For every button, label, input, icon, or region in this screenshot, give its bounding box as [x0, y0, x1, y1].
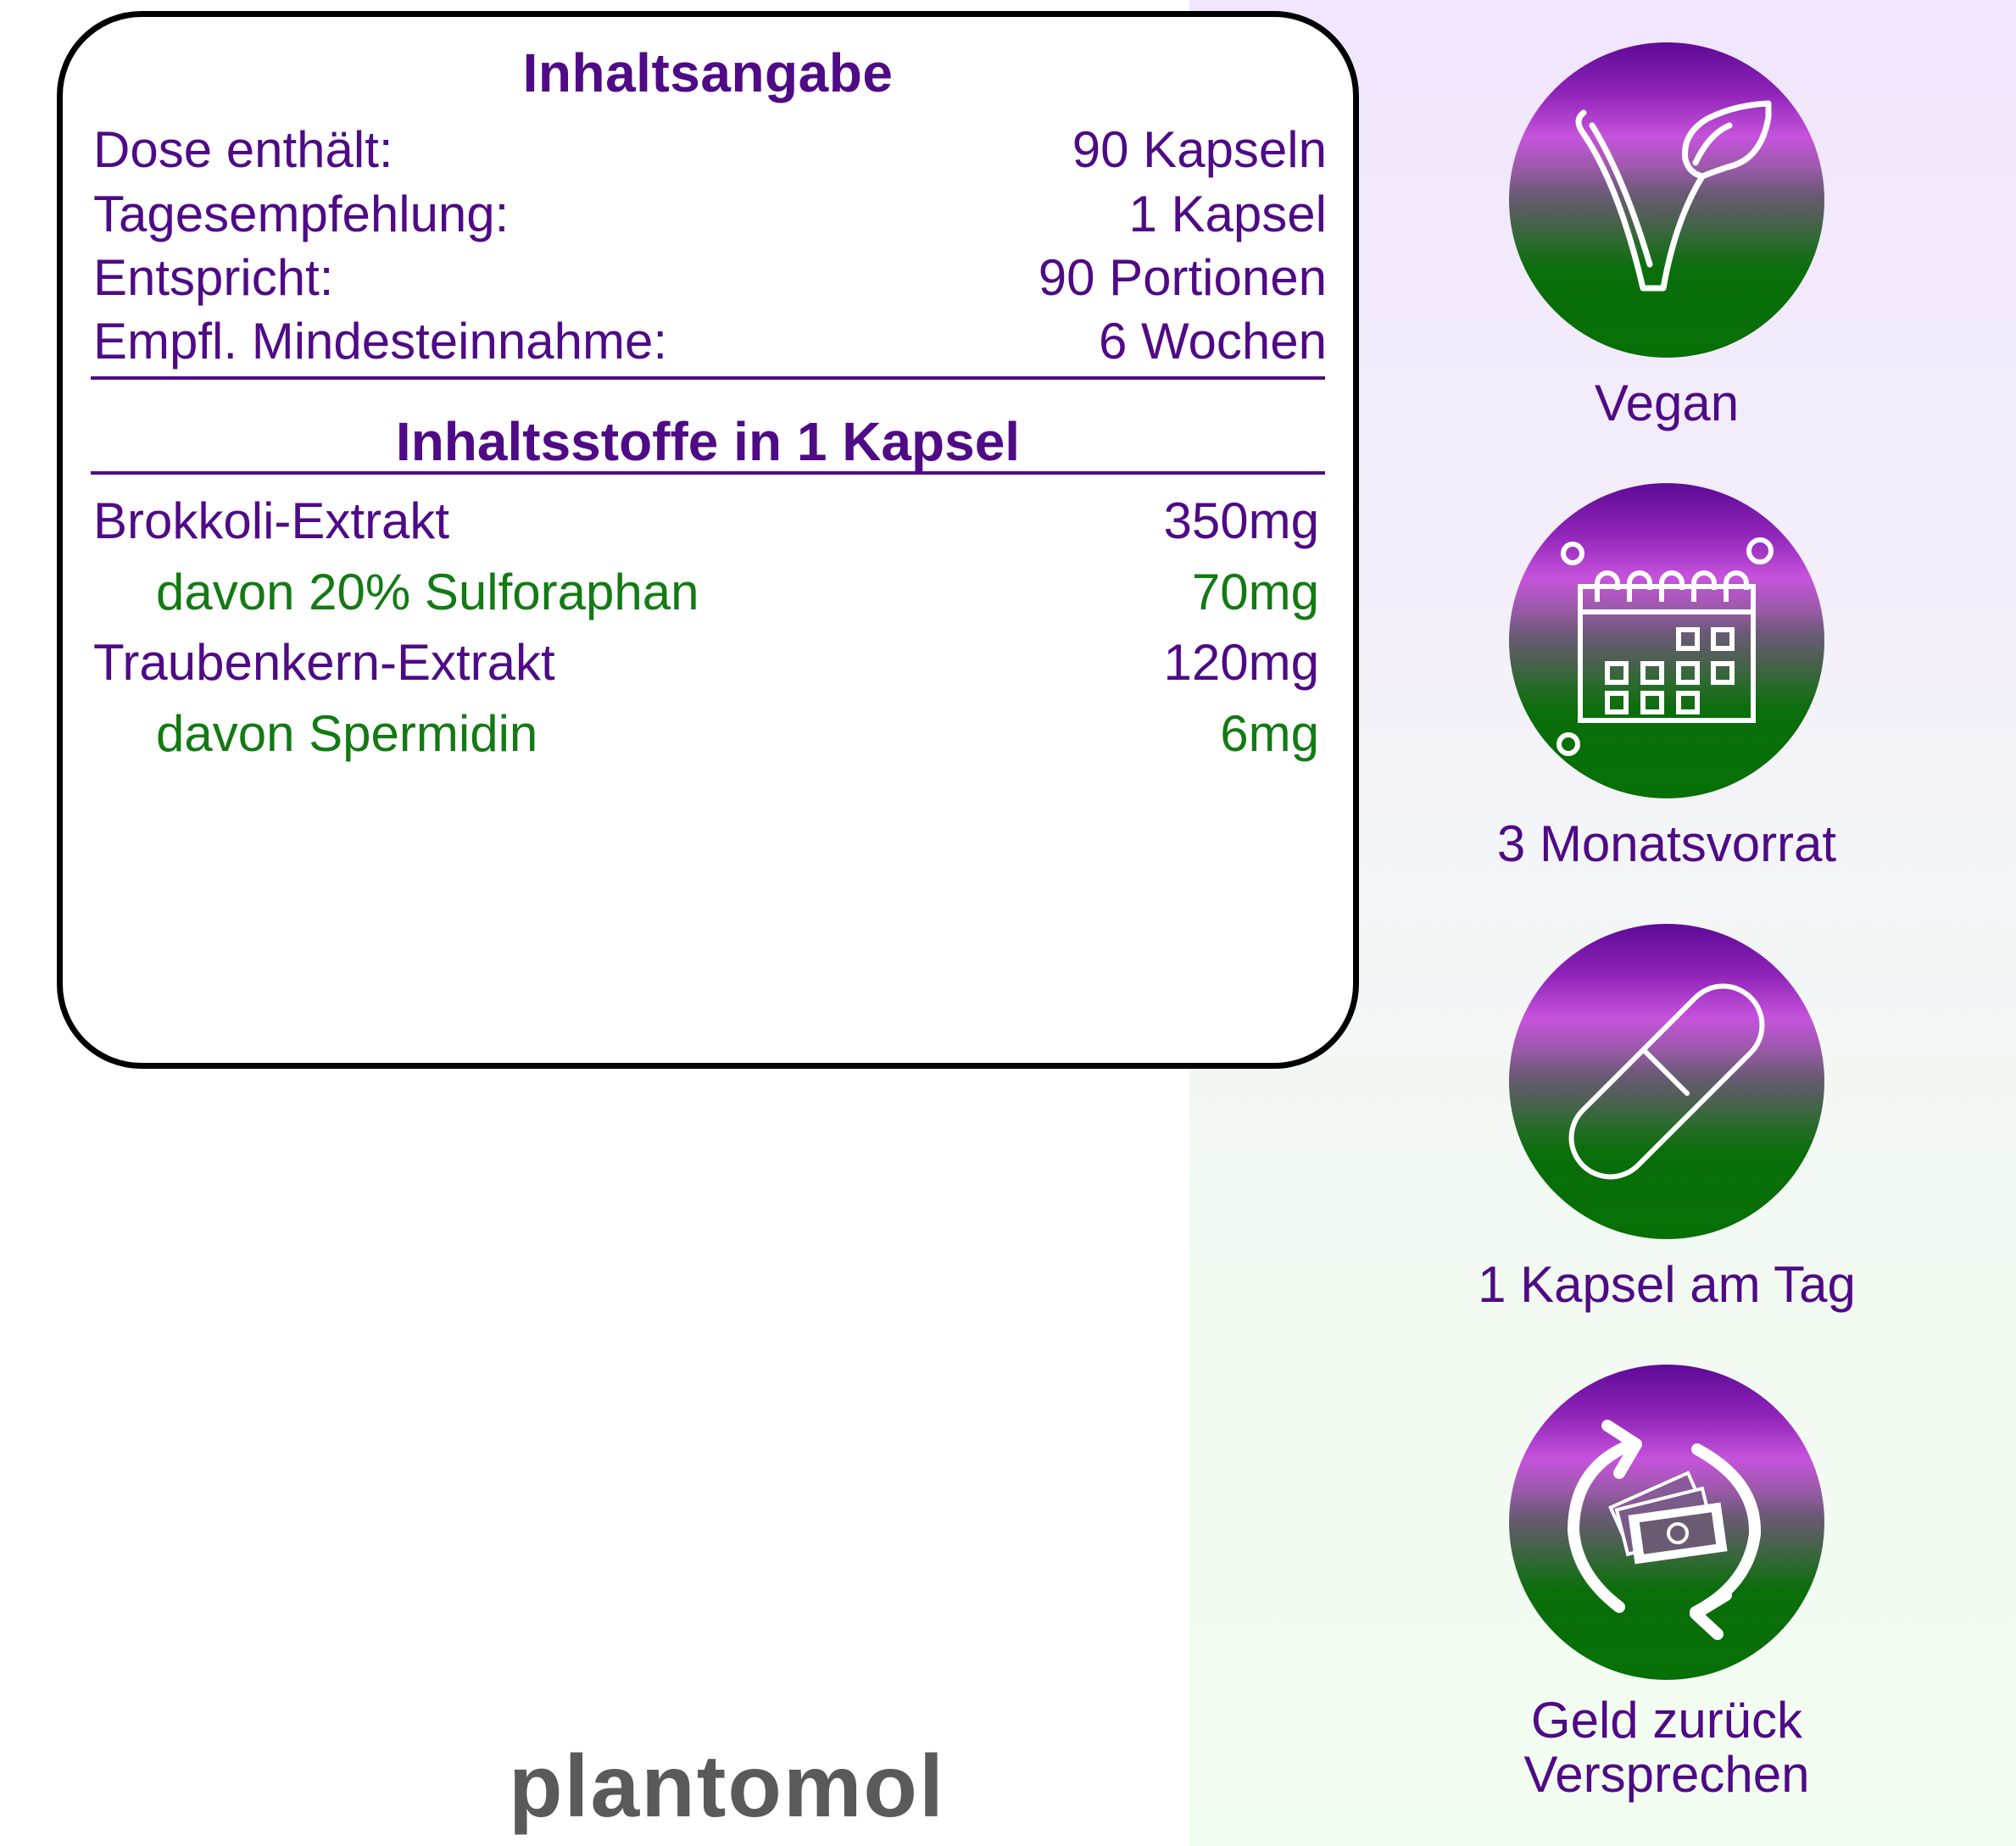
feature-badge — [1509, 42, 1824, 358]
info-row: Dose enthält: 90 Kapseln — [93, 118, 1327, 182]
vegan-leaf-icon — [1575, 100, 1772, 292]
contents-title: Inhaltsangabe — [522, 42, 894, 103]
feature-money-back: Geld zurück Versprechen — [1444, 1365, 1890, 1802]
info-row: Tagesempfehlung: 1 Kapsel — [93, 182, 1327, 247]
ingredient-name: davon Spermidin — [156, 705, 538, 762]
ingredient-subrow: davon 20% Sulforaphan 70mg — [93, 557, 1319, 628]
info-label: Entspricht: — [93, 249, 334, 306]
ingredient-name: davon 20% Sulforaphan — [156, 564, 699, 620]
ingredient-name: Brokkoli-Extrakt — [93, 492, 450, 549]
feature-supply: 3 Monatsvorrat — [1444, 483, 1890, 871]
ingredients-title: Inhaltsstoffe in 1 Kapsel — [395, 411, 1021, 472]
brand-logo: plantomol — [509, 1738, 945, 1836]
ingredient-amount: 70mg — [1191, 564, 1319, 620]
feature-badge — [1509, 483, 1824, 798]
info-row: Entspricht: 90 Portionen — [93, 246, 1327, 310]
ingredient-amount: 350mg — [1163, 492, 1319, 549]
feature-label: 1 Kapsel am Tag — [1478, 1256, 1856, 1313]
ingredient-name: Traubenkern-Extrakt — [93, 634, 555, 691]
feature-daily-dose: 1 Kapsel am Tag — [1444, 924, 1890, 1312]
contents-card: Inhaltsangabe Dose enthält: 90 Kapseln T… — [57, 11, 1359, 1069]
feature-label-line1: Geld zurück — [1530, 1692, 1803, 1749]
capsule-icon — [1568, 983, 1765, 1180]
feature-label: 3 Monatsvorrat — [1496, 815, 1837, 872]
feature-vegan: Vegan — [1444, 42, 1890, 431]
info-value: 90 Portionen — [1038, 249, 1327, 306]
ingredient-row: Brokkoli-Extrakt 350mg — [93, 486, 1319, 557]
info-value: 90 Kapseln — [1072, 121, 1327, 178]
section-divider — [91, 471, 1325, 475]
ingredient-amount: 120mg — [1163, 634, 1319, 691]
info-row: Empfl. Mindesteinnahme: 6 Wochen — [93, 309, 1327, 374]
info-label: Dose enthält: — [93, 121, 393, 178]
ingredient-subrow: davon Spermidin 6mg — [93, 698, 1319, 770]
feature-label: Vegan — [1594, 375, 1740, 431]
feature-badge — [1509, 924, 1824, 1239]
info-label: Empfl. Mindesteinnahme: — [93, 313, 667, 370]
ingredient-amount: 6mg — [1220, 705, 1319, 762]
money-back-icon — [1568, 1420, 1762, 1640]
section-divider — [91, 376, 1325, 380]
info-value: 1 Kapsel — [1128, 186, 1328, 242]
info-label: Tagesempfehlung: — [93, 186, 510, 242]
info-value: 6 Wochen — [1098, 313, 1327, 370]
calendar-icon — [1557, 537, 1774, 756]
feature-badge — [1509, 1365, 1824, 1680]
ingredient-row: Traubenkern-Extrakt 120mg — [93, 627, 1319, 698]
feature-label-line2: Versprechen — [1523, 1746, 1810, 1803]
